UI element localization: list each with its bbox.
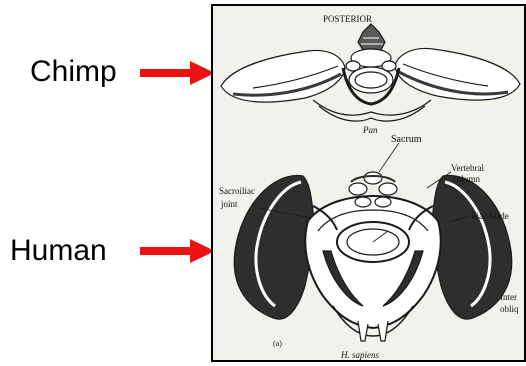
sacroiliac-label: Sacroiliac xyxy=(219,186,255,196)
chimp-pelvis-drawing xyxy=(221,24,520,121)
pan-caption: Pan xyxy=(362,125,378,135)
sacrum-leader-line xyxy=(379,143,399,172)
sapiens-caption: H. sapiens xyxy=(340,350,379,360)
human-arrow-icon xyxy=(140,239,215,263)
human-label: Human xyxy=(10,234,107,268)
internal-oblique-label-1: Inter xyxy=(500,292,517,302)
chimp-label: Chimp xyxy=(30,55,117,89)
sacrum-label: Sacrum xyxy=(391,134,422,145)
posterior-header: POSTERIOR xyxy=(323,14,372,24)
joint-label: joint xyxy=(220,199,238,209)
panel-letter: (a) xyxy=(273,339,282,348)
internal-oblique-label-2: obliq xyxy=(500,304,519,314)
iliac-blade-label: Iliac blade xyxy=(471,211,509,221)
chimp-arrow-icon xyxy=(140,61,215,85)
column-label: column xyxy=(453,174,480,184)
human-pelvis-drawing xyxy=(234,172,511,341)
vertebral-label: Vertebral xyxy=(451,163,484,173)
pelvis-figure: POSTERIOR Pan Sacrum Vertebral column Sa… xyxy=(211,4,526,362)
